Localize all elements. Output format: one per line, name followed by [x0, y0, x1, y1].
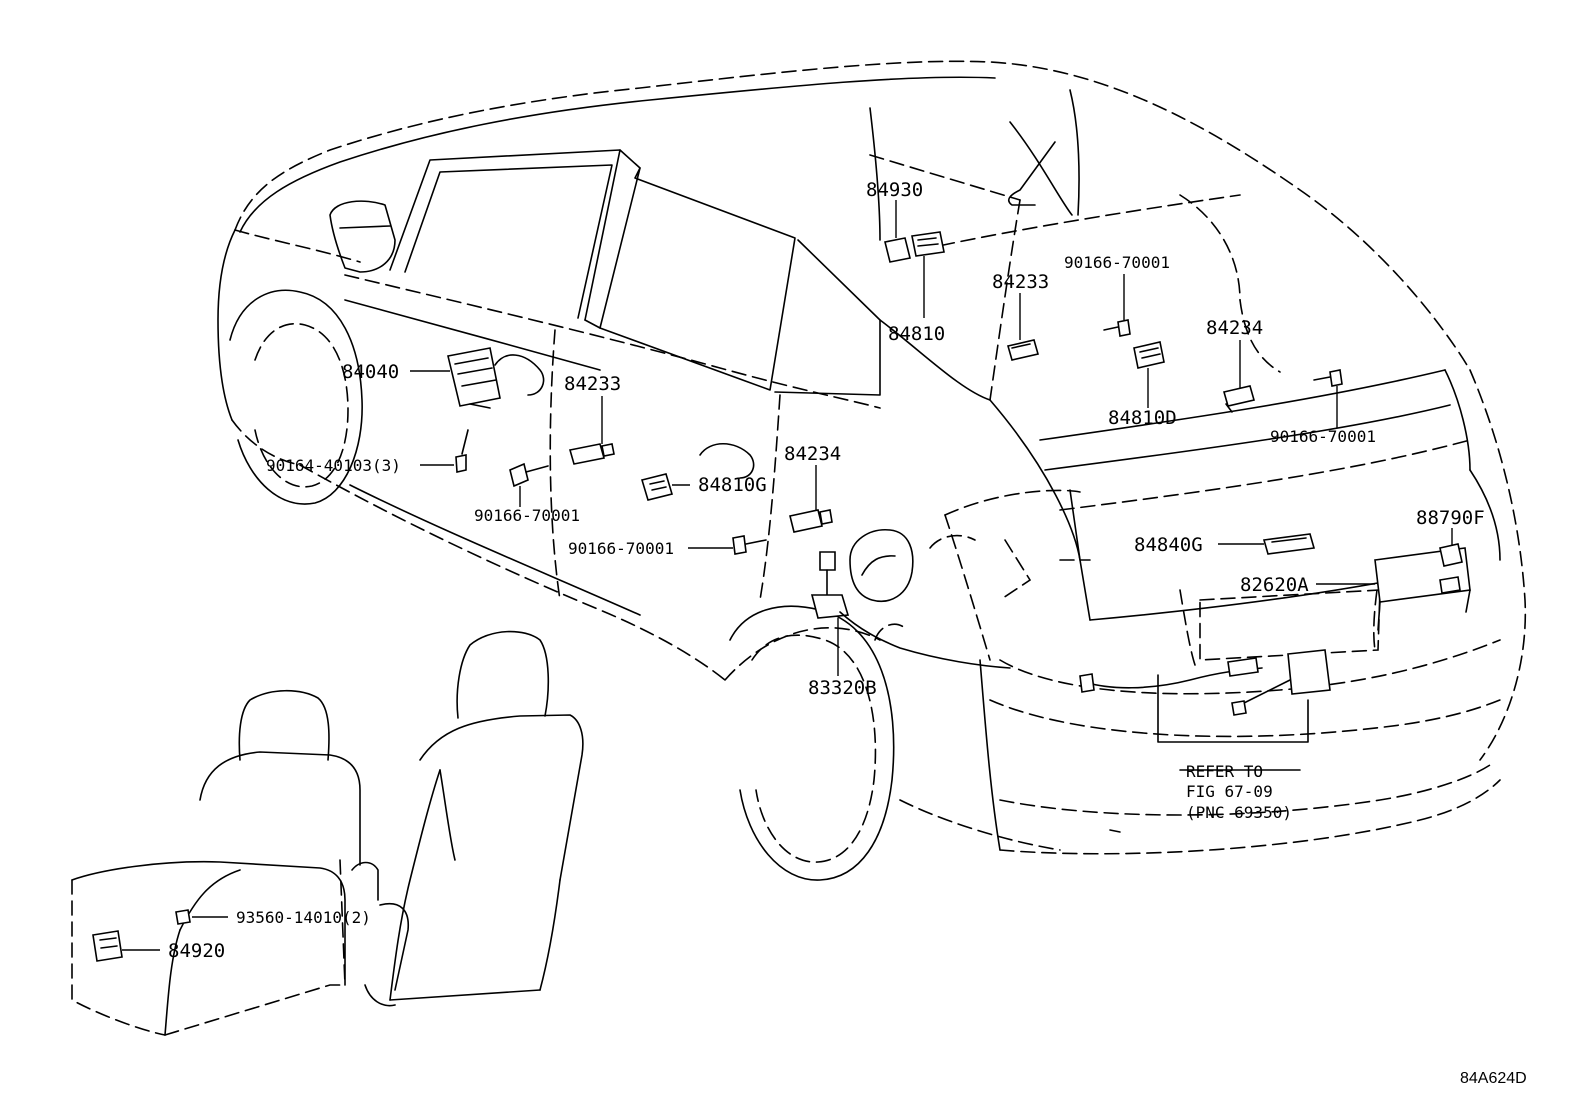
switch-84930-icon: [884, 237, 911, 263]
switch-84920-icon: [92, 930, 123, 962]
switch-84840G-icon: [1262, 533, 1316, 555]
reference-note-line2: FIG 67-09: [1186, 782, 1273, 801]
callout-84040: 84040: [342, 361, 399, 383]
callout-88790F: 88790F: [1416, 507, 1485, 529]
switch-84810G-icon: [640, 473, 674, 501]
callout-90166-right: 90166-70001: [1270, 427, 1376, 446]
switch-84040-icon: [447, 347, 501, 409]
screw-93560-icon: [175, 909, 191, 925]
sensor-88790F-icon: [1439, 543, 1463, 567]
callout-84930: 84930: [866, 179, 923, 201]
callout-84233-mid: 84233: [564, 373, 621, 395]
reference-note-line3: (PNC 69350): [1186, 803, 1292, 822]
switch-84233-top-icon: [1006, 339, 1040, 361]
callout-84810G: 84810G: [698, 474, 767, 496]
callout-84233-top: 84233: [992, 271, 1049, 293]
screw-90164-icon: [455, 454, 467, 473]
switch-84233-mid-icon: [568, 443, 615, 465]
callout-90166-mid: 90166-70001: [568, 539, 674, 558]
callout-84810D: 84810D: [1108, 407, 1177, 429]
callout-83320B: 83320B: [808, 677, 877, 699]
callout-84234-top: 84234: [1206, 317, 1263, 339]
callout-84920: 84920: [168, 940, 225, 962]
rear-harness-icon: [1079, 649, 1331, 716]
bolt-90166-mid-icon: [732, 535, 767, 555]
seat-outline: [71, 630, 584, 1036]
figure-id: 84A624D: [1460, 1070, 1527, 1087]
callout-90164: 90164-40103(3): [266, 456, 401, 475]
callout-labels: 84930 84810 90166-70001 84233 84234 8481…: [168, 179, 1485, 962]
callout-90166-left: 90166-70001: [474, 506, 580, 525]
switch-84234-mid-icon: [789, 509, 833, 533]
opener-83320B-icon: [810, 551, 1011, 669]
reference-note-line1: REFER TO: [1186, 762, 1263, 781]
callout-90166-top: 90166-70001: [1064, 253, 1170, 272]
car-body-outline: [217, 60, 1527, 881]
callout-84840G: 84840G: [1134, 534, 1203, 556]
bolt-90166-right-icon: [1313, 369, 1343, 387]
switch-84810D-icon: [1133, 341, 1165, 369]
reference-note: REFER TO FIG 67-09 (PNC 69350): [1186, 762, 1292, 822]
switch-84234-top-icon: [1222, 385, 1256, 413]
leader-lines: [122, 200, 1453, 951]
callout-84810: 84810: [888, 323, 945, 345]
callout-82620A: 82620A: [1240, 574, 1309, 596]
part-icons: [92, 231, 1471, 962]
callout-93560: 93560-14010(2): [236, 908, 371, 927]
bolt-90166-left-icon: [509, 462, 549, 488]
bolt-90166-top-icon: [1103, 319, 1131, 337]
switch-84810-icon: [911, 231, 945, 257]
callout-84234-mid: 84234: [784, 443, 841, 465]
